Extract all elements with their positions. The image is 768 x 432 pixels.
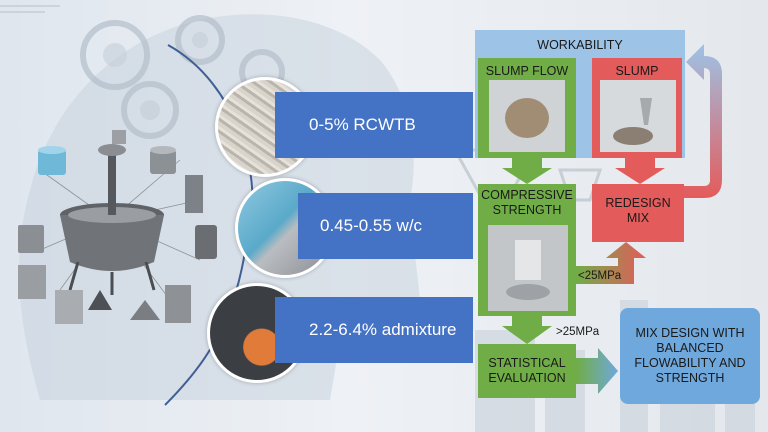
arrow-to-redesign [615,158,665,184]
workability-title: WORKABILITY [537,38,623,52]
input-wc-ratio-bar: 0.45-0.55 w/c [298,193,473,259]
compressive-strength-title: COMPRESSIVE STRENGTH [481,188,573,217]
arrow-to-output [576,348,618,394]
input-rcwtb-label: 0-5% RCWTB [309,115,416,134]
low-strength-label: <25MPa [578,270,622,282]
slump-flow-title: SLUMP FLOW [485,64,569,78]
redesign-mix-title: REDESIGN MIX [605,196,671,225]
redesign-mix-box [592,184,684,242]
output-title: MIX DESIGN WITH BALANCED FLOWABILITY AND… [634,326,746,385]
input-admixture-label: 2.2-6.4% admixture [309,320,457,339]
output-box [620,308,760,404]
input-wc-ratio-label: 0.45-0.55 w/c [320,216,423,235]
arrow-to-compressive [502,158,552,184]
low-strength-arrow [576,242,646,284]
high-strength-label: >25MPa [556,326,600,338]
slump-title: SLUMP [615,64,659,78]
feedback-loop-arrow [684,44,722,198]
input-admixture-bar: 2.2-6.4% admixture [275,297,473,363]
arrow-to-statistical [502,316,552,344]
statistical-evaluation-title: STATISTICAL EVALUATION [488,356,566,385]
input-rcwtb-bar: 0-5% RCWTB [275,92,473,158]
statistical-evaluation-box [478,344,576,398]
